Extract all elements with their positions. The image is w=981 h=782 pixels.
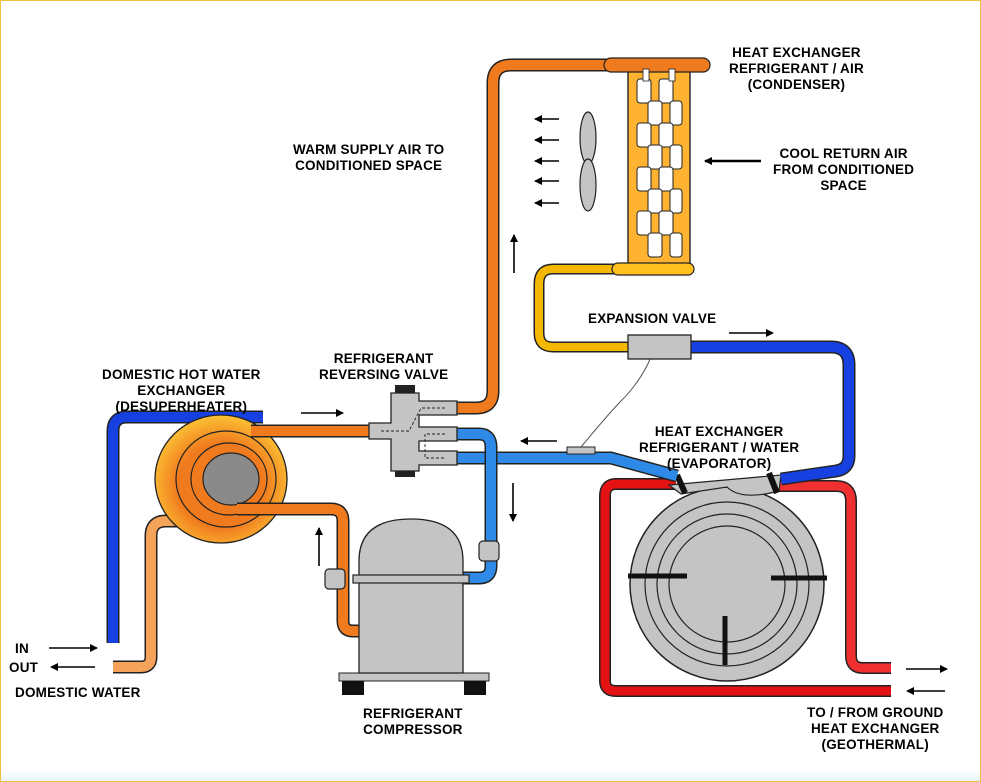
desuperheater bbox=[106, 410, 376, 674]
ground-loop-pipes bbox=[599, 478, 891, 697]
water-in-label: IN bbox=[15, 641, 29, 656]
suction-lines bbox=[456, 356, 679, 585]
reversing-valve bbox=[368, 385, 458, 477]
condenser-coil bbox=[603, 57, 711, 276]
fan-icon bbox=[579, 111, 597, 212]
hot-gas-line bbox=[456, 58, 631, 415]
liquid-line bbox=[533, 263, 692, 360]
expansion-valve-label: EXPANSION VALVE bbox=[588, 311, 717, 326]
domestic-water-label: DOMESTIC WATER bbox=[15, 685, 141, 700]
cold-refrigerant-line bbox=[691, 340, 856, 486]
flow-arrow-icon bbox=[49, 115, 948, 695]
expansion-valve-body bbox=[627, 334, 692, 360]
evaporator bbox=[628, 471, 827, 682]
water-out-label: OUT bbox=[9, 660, 39, 675]
compressor bbox=[338, 518, 490, 695]
